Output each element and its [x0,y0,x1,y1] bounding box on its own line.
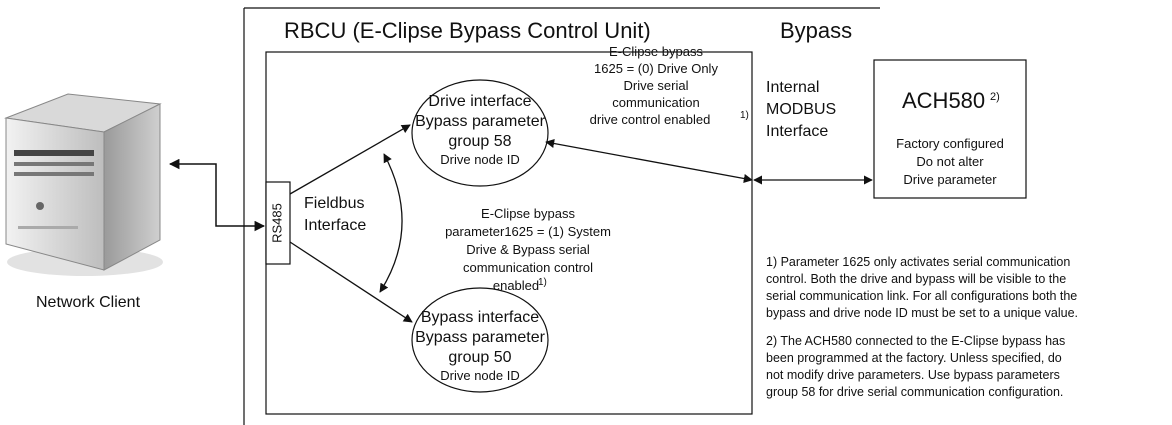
bypass-title: Bypass [780,18,852,43]
ach580-footnote: 2) [990,91,1000,103]
drive-interface-line-3: group 58 [448,133,511,150]
bypass-interface-line-2: Bypass parameter [415,329,546,346]
rs485-label: RS485 [269,203,284,243]
rs485-to-bypass-arrow [289,241,413,323]
drive-interface-line-1: Drive interface [428,93,531,110]
note2-line-4: group 58 for drive serial communication … [766,385,1063,399]
bypass-interface-ellipse [411,287,549,393]
param-system-line-4: communication control [463,260,593,275]
note1-line-4: bypass and drive node ID must be set to … [766,306,1078,320]
drive-interface-sub: Drive node ID [440,152,519,167]
note2-line-3: not modify drive parameters. Use bypass … [766,368,1060,382]
param-drive-only-footnote: 1) [740,110,749,121]
note1-line-1: 1) Parameter 1625 only activates serial … [766,255,1070,269]
param-drive-only-line-2: 1625 = (0) Drive Only [594,61,718,76]
bypass-interface-line-3: group 50 [448,349,511,366]
param-drive-only-line-5: drive control enabled [590,112,711,127]
param-system-footnote: 1) [538,277,547,288]
ach580-line-1: Factory configured [896,136,1004,151]
param-system-line-5: enabled [493,278,539,293]
bypass-interface-line-1: Bypass interface [421,309,539,326]
network-client-label: Network Client [36,294,141,311]
bypass-interface-sub: Drive node ID [440,368,519,383]
fieldbus-label-2: Interface [304,217,366,234]
server-icon [4,93,163,276]
note2-line-1: 2) The ACH580 connected to the E-Clipse … [766,334,1065,348]
ach580-line-2: Do not alter [916,154,984,169]
rs485-block [265,181,291,265]
param-system-line-1: E-Clipse bypass [481,206,575,221]
note2-line-2: been programmed at the factory. Unless s… [766,351,1062,365]
ach580-line-3: Drive parameter [903,172,997,187]
internal-modbus-line-2: MODBUS [766,101,836,118]
rbcu-title: RBCU (E-Clipse Bypass Control Unit) [284,18,651,43]
param-drive-only-line-4: communication [612,95,699,110]
internal-modbus-line-1: Internal [766,79,819,96]
param-system-line-3: Drive & Bypass serial [466,242,590,257]
fieldbus-label-1: Fieldbus [304,195,364,212]
rs485-to-drive-arrow [289,124,411,195]
param-drive-only-line-3: Drive serial [623,78,688,93]
drive-to-modbus-arrow [545,139,753,183]
drive-interface-ellipse [411,79,549,187]
note1-line-3: serial communication link. For all confi… [766,289,1077,303]
network-link-arrow [168,158,266,232]
param-system-line-2: parameter1625 = (1) System [445,224,611,239]
drive-interface-line-2: Bypass parameter [415,113,546,130]
param-drive-only-line-1: E-Clipse bypass [609,44,703,59]
note1-line-2: control. Both the drive and bypass will … [766,272,1066,286]
ach580-box [873,59,1027,199]
drive-bypass-curve-arrow [379,153,403,293]
ach580-title: ACH580 [902,88,985,113]
internal-modbus-line-3: Interface [766,123,828,140]
